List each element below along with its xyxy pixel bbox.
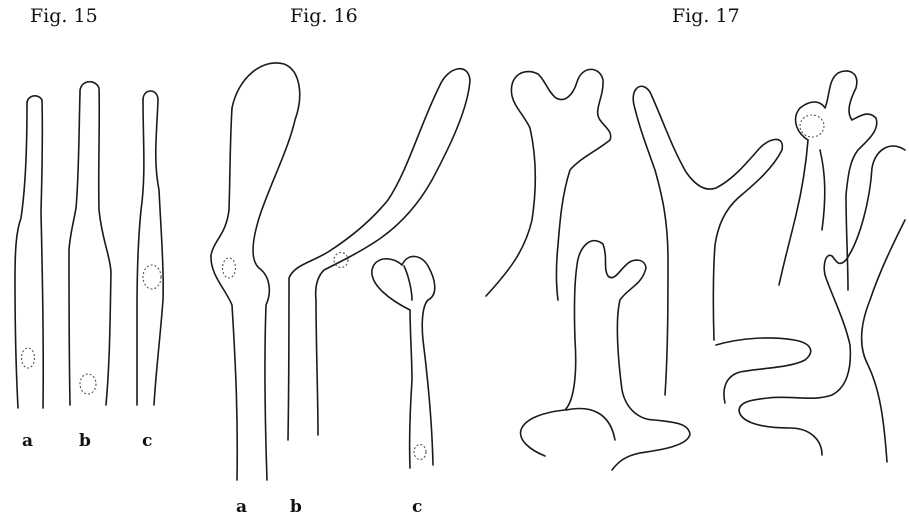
fig15-label-a: a: [22, 431, 33, 451]
fig15-title: Fig. 15: [30, 5, 98, 27]
fig17-middle-hypha: [633, 86, 782, 395]
fig16-hypha-a: [211, 63, 300, 480]
fig16-hypha-b: [288, 69, 470, 440]
fig15-filament-b: [69, 82, 111, 405]
fig16-label-c: c: [412, 497, 422, 517]
fig15-nucleus-a: [22, 348, 35, 368]
fig17-title: Fig. 17: [672, 5, 740, 27]
fig17-drawing: [486, 69, 905, 470]
fig15-drawing: a b c: [15, 82, 163, 451]
fig17-lower-left-cell: [521, 241, 690, 470]
fig17-upper-right-cell: [779, 71, 877, 290]
fig17-nucleus: [800, 115, 824, 137]
fig16-nucleus-b: [334, 253, 348, 268]
fig16-nucleus-c: [414, 445, 426, 460]
fig16-label-b: b: [290, 497, 302, 517]
fig15-label-b: b: [79, 431, 91, 451]
fig15-nucleus-b: [80, 374, 96, 394]
fig15-nucleus-c: [143, 265, 161, 289]
fig17-upper-left-cell: [486, 69, 611, 300]
fig16-hypha-c: [372, 256, 435, 468]
fig16-nucleus-a: [223, 258, 236, 278]
fig16-title: Fig. 16: [290, 5, 358, 27]
fig16-drawing: a b c: [211, 63, 470, 517]
fig15-filament-c: [137, 91, 163, 405]
fig15-filament-a: [15, 96, 43, 408]
fig16-label-a: a: [236, 497, 247, 517]
fig15-label-c: c: [142, 431, 152, 451]
